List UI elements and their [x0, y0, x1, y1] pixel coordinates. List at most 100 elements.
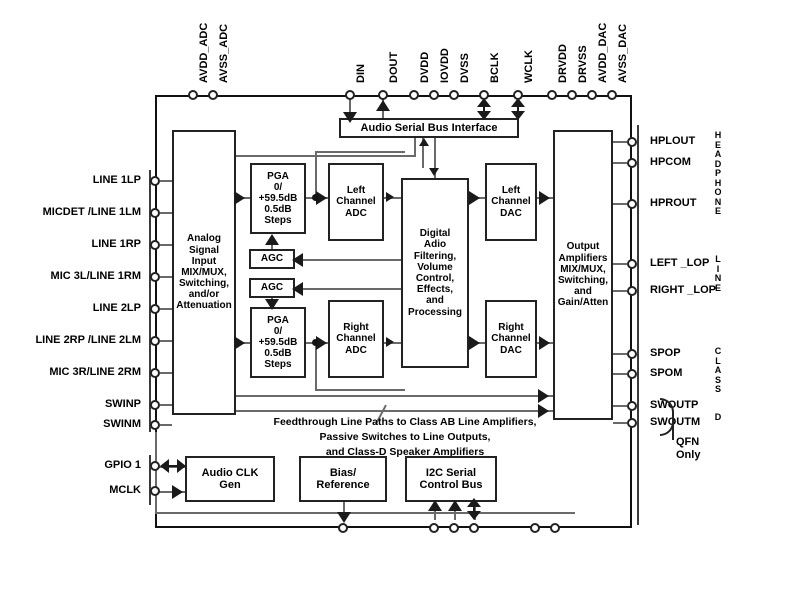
headphone-char-2: E — [714, 139, 721, 150]
feedthrough-arrow-2 — [538, 389, 549, 403]
wire-reset-i2c — [434, 502, 436, 520]
class-char-1: C — [714, 346, 722, 356]
arrow-dacright-outamp — [539, 336, 550, 350]
pin-spom[interactable] — [627, 369, 637, 379]
pin-label-bclk: BCLK — [489, 52, 501, 83]
pin-drvss[interactable] — [567, 90, 577, 100]
pin-label-swinm: SWINM — [103, 418, 141, 430]
pin-bclk[interactable] — [479, 90, 489, 100]
pin-swoutp[interactable] — [627, 401, 637, 411]
wire-serialbus-branch — [422, 138, 424, 168]
pin-mic-3r-line-2rm[interactable] — [150, 368, 160, 378]
junction-pgaleft-out — [312, 194, 319, 201]
pin-avdd-dac[interactable] — [587, 90, 597, 100]
audio-serial-bus-interface-block[interactable]: Audio Serial Bus Interface — [339, 118, 519, 138]
pin-label-line-1rp: LINE 1RP — [91, 238, 141, 250]
pin-reset[interactable] — [429, 523, 439, 533]
pin-label-drvdd: DRVDD — [557, 44, 569, 83]
wire-dsp-serialbus — [434, 138, 436, 180]
pin-label-avdd-adc: AVDD_ADC — [198, 22, 210, 83]
arrow-analogin-pgaleft — [234, 191, 245, 205]
class-char-4: S — [714, 374, 721, 385]
pin-swoutm[interactable] — [627, 418, 637, 428]
headphone-char-6: H — [714, 177, 722, 188]
wire-pgaleft-bypass-v — [315, 151, 317, 197]
dsp-line-1: Digital — [419, 228, 451, 240]
pin-dvdd[interactable] — [409, 90, 419, 100]
pin-scl[interactable] — [449, 523, 459, 533]
pin-line-1lp[interactable] — [150, 176, 160, 186]
pin-wclk[interactable] — [513, 90, 523, 100]
bias-reference-block[interactable]: Bias/Reference — [299, 456, 387, 502]
pin-spvdd[interactable] — [550, 523, 560, 533]
pin-hplout[interactable] — [627, 137, 637, 147]
pin-drvdd[interactable] — [547, 90, 557, 100]
class-char-2: L — [715, 355, 721, 366]
pin-din[interactable] — [345, 90, 355, 100]
pin-spvss[interactable] — [530, 523, 540, 533]
wire-dsp-agctop — [295, 259, 401, 261]
pin-left-lop[interactable] — [627, 259, 637, 269]
pin-dout[interactable] — [378, 90, 388, 100]
pin-label-swoutm: SWOUTM — [650, 416, 701, 428]
pin-line-1rp[interactable] — [150, 240, 160, 250]
pin-label-spop: SPOP — [650, 347, 681, 359]
pin-micbias[interactable] — [338, 523, 348, 533]
analog-input-line-2: Signal — [188, 244, 219, 256]
pin-label-swinp: SWINP — [104, 398, 141, 410]
agc-bottom-block[interactable]: AGC — [249, 278, 295, 298]
dac-left-line-3: DAC — [500, 207, 522, 219]
pin-label-gpio-1: GPIO 1 — [104, 459, 141, 471]
arrow-dsp-agcbottom — [292, 282, 303, 296]
pin-avss-dac[interactable] — [607, 90, 617, 100]
pin-right-lop[interactable] — [627, 286, 637, 296]
pin-label-right-lop: RIGHT _LOP — [650, 284, 717, 296]
line-char-2: I — [716, 263, 720, 274]
arrow-adcleft-dsp — [386, 192, 394, 202]
pin-sda[interactable] — [469, 523, 479, 533]
agc-top-block[interactable]: AGC — [249, 249, 295, 269]
pin-line-2lp[interactable] — [150, 304, 160, 314]
pin-dvss[interactable] — [449, 90, 459, 100]
class-char-5: S — [714, 384, 721, 395]
arrow-dsp-agctop — [292, 253, 303, 267]
dsp-line-8: Processing — [408, 306, 462, 318]
pin-avss-adc[interactable] — [208, 90, 218, 100]
pin-swinp[interactable] — [150, 400, 160, 410]
pin-micdet-line-1lm[interactable] — [150, 208, 160, 218]
pin-gpio-1[interactable] — [150, 461, 160, 471]
pin-mclk[interactable] — [150, 486, 160, 496]
pin-iovdd[interactable] — [429, 90, 439, 100]
pin-mic-3l-line-1rm[interactable] — [150, 272, 160, 282]
pin-hpcom[interactable] — [627, 158, 637, 168]
line-char-1: L — [715, 254, 721, 264]
wire-pgaleft-bypass-h — [315, 151, 405, 153]
pin-swinm[interactable] — [150, 420, 160, 430]
right-pin-rail-lower — [637, 440, 639, 525]
right-pin-rail — [637, 125, 639, 440]
feedthrough-line-3: and Class-D Speaker Amplifiers — [325, 445, 485, 458]
pin-hprout[interactable] — [627, 199, 637, 209]
bias-ref-line-1: Bias/ — [329, 466, 357, 479]
pin-spop[interactable] — [627, 349, 637, 359]
pin-avdd-adc[interactable] — [188, 90, 198, 100]
arrow-bias-micbias — [337, 512, 351, 523]
pin-label-hprout: HPROUT — [650, 197, 697, 209]
headphone-char-3: A — [714, 149, 722, 160]
pin-line-2rp-line-2lm[interactable] — [150, 336, 160, 346]
wire-dsp-agcbottom — [295, 288, 401, 290]
i2c-line-2: Control Bus — [419, 479, 483, 491]
